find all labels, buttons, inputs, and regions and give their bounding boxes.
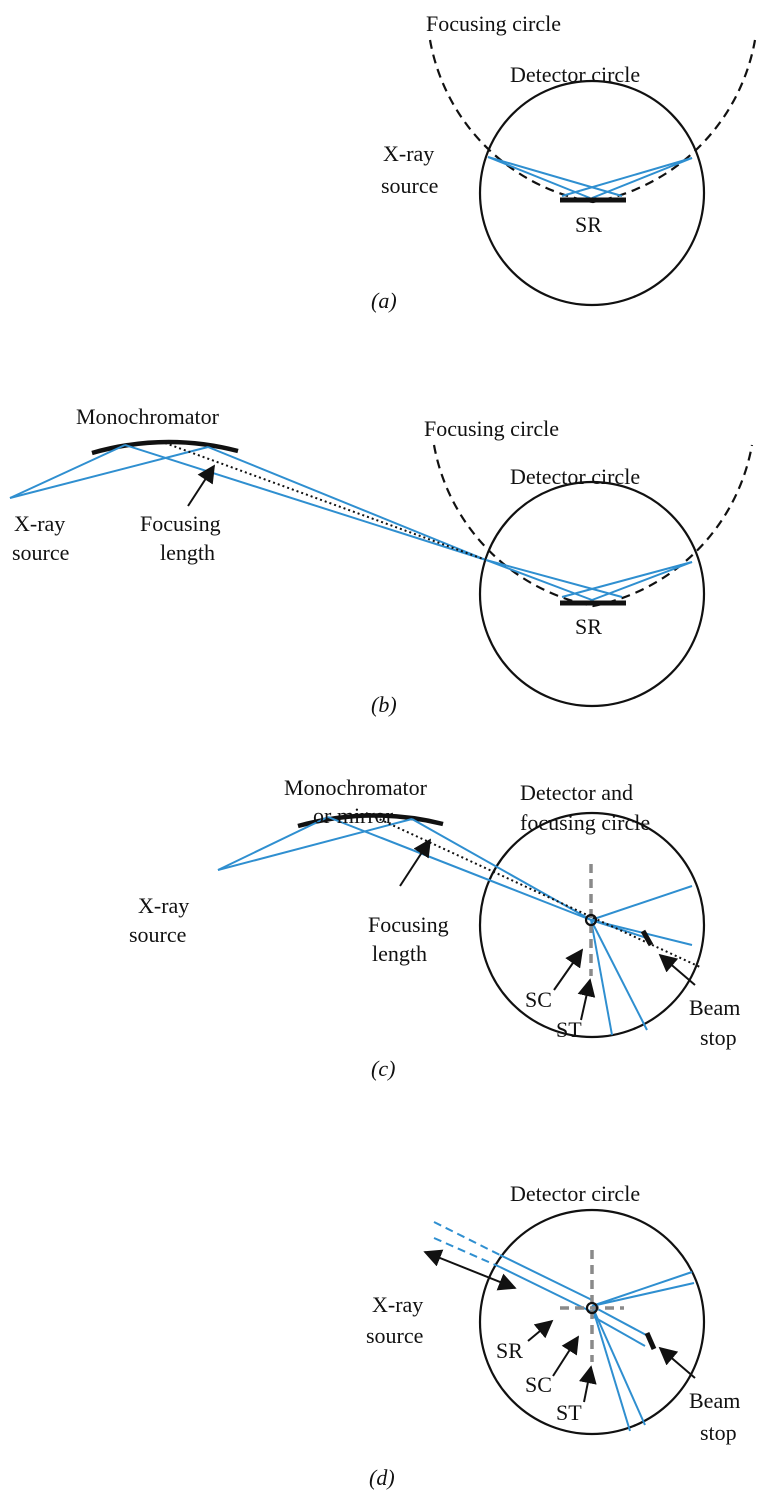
panel-d: Detector circle X-ray source SR SC ST Be… (366, 1181, 740, 1490)
panel-c-beam-stop-arrow (658, 953, 696, 986)
panel-d-detector-circle-label: Detector circle (510, 1181, 640, 1206)
panel-c-caption: (c) (371, 1056, 395, 1081)
panel-b-focusing-length-line (164, 442, 487, 561)
panel-b-focusing-circle-label: Focusing circle (424, 416, 559, 441)
panel-a-caption: (a) (371, 288, 397, 313)
panel-b-xray-source-label: X-ray (14, 511, 65, 536)
panel-a-xray-source-label-2: source (381, 173, 438, 198)
panel-b-focusing-length-arrow (187, 464, 215, 507)
panel-b-focusing-circle (432, 444, 754, 608)
panel-c-st-arrow (577, 978, 596, 1021)
panel-b-monochromator-label: Monochromator (76, 404, 220, 429)
panel-d-st-arrow (578, 1365, 597, 1403)
panel-b-caption: (b) (371, 692, 397, 717)
panel-d-beam-stop-label-2: stop (700, 1420, 737, 1445)
panel-b-beams (9, 444, 693, 601)
panel-a-sample-label: SR (575, 212, 602, 237)
panel-d-sr-label: SR (496, 1338, 523, 1363)
panel-a-xray-source-label: X-ray (383, 141, 434, 166)
panel-d-xray-source-label-2: source (366, 1323, 423, 1348)
panel-c-sc-label: SC (525, 987, 552, 1012)
panel-d-caption: (d) (369, 1465, 395, 1490)
panel-d-sc-label: SC (525, 1372, 552, 1397)
panel-a-detector-circle (478, 79, 706, 307)
panel-a-focusing-circle-label: Focusing circle (426, 11, 561, 36)
panel-d-sr-arrow (527, 1319, 554, 1342)
panel-c-monochromator-label: Monochromator (284, 775, 428, 800)
panel-d-beam-stop-arrow (658, 1346, 696, 1379)
panel-c-beams (217, 816, 693, 1036)
panel-c-sc-arrow (553, 948, 584, 991)
panel-c-detector-focusing-label-2: focusing circle (520, 810, 650, 835)
panel-d-xray-source-label: X-ray (372, 1292, 423, 1317)
panel-b-detector-circle (478, 480, 706, 708)
panel-b-detector-circle-label: Detector circle (510, 464, 640, 489)
panel-c-sample-center (584, 913, 598, 927)
panel-c-beam-stop-label-2: stop (700, 1025, 737, 1050)
panel-d-sample-center (585, 1301, 599, 1315)
panel-b: Monochromator Focusing circle Detector c… (9, 404, 754, 717)
panel-c-beam-stop-label: Beam (689, 995, 740, 1020)
panel-d-st-label: ST (556, 1400, 582, 1425)
panel-b-monochromator (91, 439, 239, 456)
panel-c-beam-stop (640, 929, 654, 947)
panel-a-detector-circle-label: Detector circle (510, 62, 640, 87)
panel-b-focusing-length-label: Focusing (140, 511, 221, 536)
panel-c-focusing-length-label-2: length (372, 941, 427, 966)
panel-d-beam-stop-label: Beam (689, 1388, 740, 1413)
panel-c-st-label: ST (556, 1017, 582, 1042)
panel-b-xray-source-label-2: source (12, 540, 69, 565)
panel-d-xray-source-arrow (423, 1249, 517, 1291)
panel-c-monochromator-label-2: or mirror (313, 803, 394, 828)
panel-b-sample-label: SR (575, 614, 602, 639)
panel-d-sc-arrow (552, 1335, 579, 1377)
panel-a-beams (487, 156, 693, 199)
panel-c-focusing-length-arrow (399, 838, 431, 887)
panel-c-xray-source-label-2: source (129, 922, 186, 947)
panel-c-focusing-length-label: Focusing (368, 912, 449, 937)
panel-c-detector-focusing-label: Detector and (520, 780, 633, 805)
panel-c-xray-source-label: X-ray (138, 893, 189, 918)
panel-b-focusing-length-label-2: length (160, 540, 215, 565)
panel-c-detector-circle (478, 811, 706, 1039)
panel-d-detector-circle (478, 1208, 706, 1436)
panel-c: Detector and focusing circle Monochromat… (129, 775, 740, 1081)
panel-d-beam-stop (644, 1331, 657, 1351)
panel-a: Focusing circle Detector circle X-ray so… (371, 11, 757, 313)
panel-c-monochromator (297, 813, 444, 829)
